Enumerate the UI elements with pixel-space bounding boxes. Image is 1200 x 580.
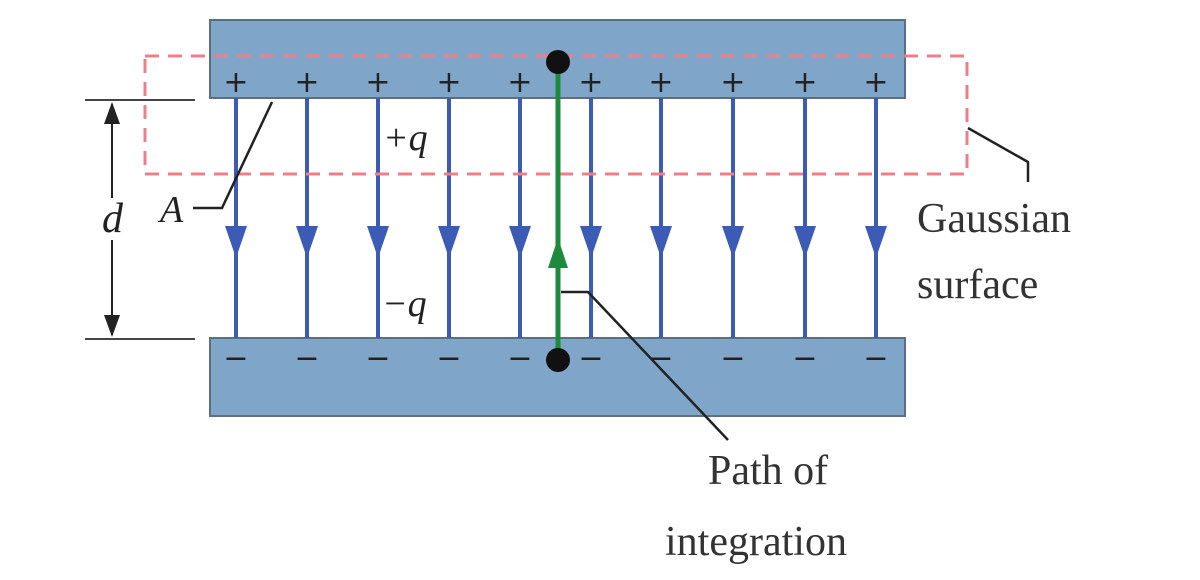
field-arrowhead [580,226,602,258]
minus-sign: − [507,341,532,376]
integration-path-arrowhead [548,238,568,268]
plus-sign: + [792,65,817,100]
path-label-line1: Path of [708,448,828,494]
plus-sign: + [365,65,390,100]
gaussian-leader-line [967,126,1030,182]
plus-sign: + [648,65,673,100]
top-endpoint-dot [546,50,570,74]
gaussian-surface-box [143,54,969,176]
field-arrowhead [865,226,887,258]
plus-sign: + [507,65,532,100]
minus-sign: − [792,341,817,376]
minus-sign: − [720,341,745,376]
minus-sign: − [436,341,461,376]
plus-q-label: +q [383,117,428,159]
plus-sign: + [436,65,461,100]
path-label-line2: integration [665,519,847,565]
field-arrowhead [225,226,247,258]
d-arrow-up [104,102,120,124]
plus-sign: + [223,65,248,100]
plus-sign: + [294,65,319,100]
field-arrowhead [650,226,672,258]
top-plate-plus-signs: + + + + + + + + + + [223,65,888,100]
minus-sign: − [365,341,390,376]
field-arrowhead [438,226,460,258]
field-arrowhead [296,226,318,258]
gaussian-label-line1: Gaussian [917,196,1071,242]
minus-sign: − [578,341,603,376]
field-arrowhead [794,226,816,258]
bottom-endpoint-dot [546,348,570,372]
bottom-plate-minus-signs: −−−−−−−−−− [223,341,888,376]
plus-sign: + [578,65,603,100]
gaussian-label-line2: surface [917,262,1038,308]
path-leader-line [561,290,729,441]
plus-sign: + [863,65,888,100]
minus-sign: − [294,341,319,376]
field-arrowhead [367,226,389,258]
area-leader-line [193,101,274,210]
minus-sign: − [223,341,248,376]
minus-q-label: −q [382,283,427,325]
area-label: A [157,189,184,231]
field-arrowhead [722,226,744,258]
electric-field-lines [225,98,887,338]
d-label: d [102,196,124,242]
plus-sign: + [720,65,745,100]
minus-sign: − [863,341,888,376]
field-arrowhead [509,226,531,258]
d-arrow-down [104,315,120,337]
